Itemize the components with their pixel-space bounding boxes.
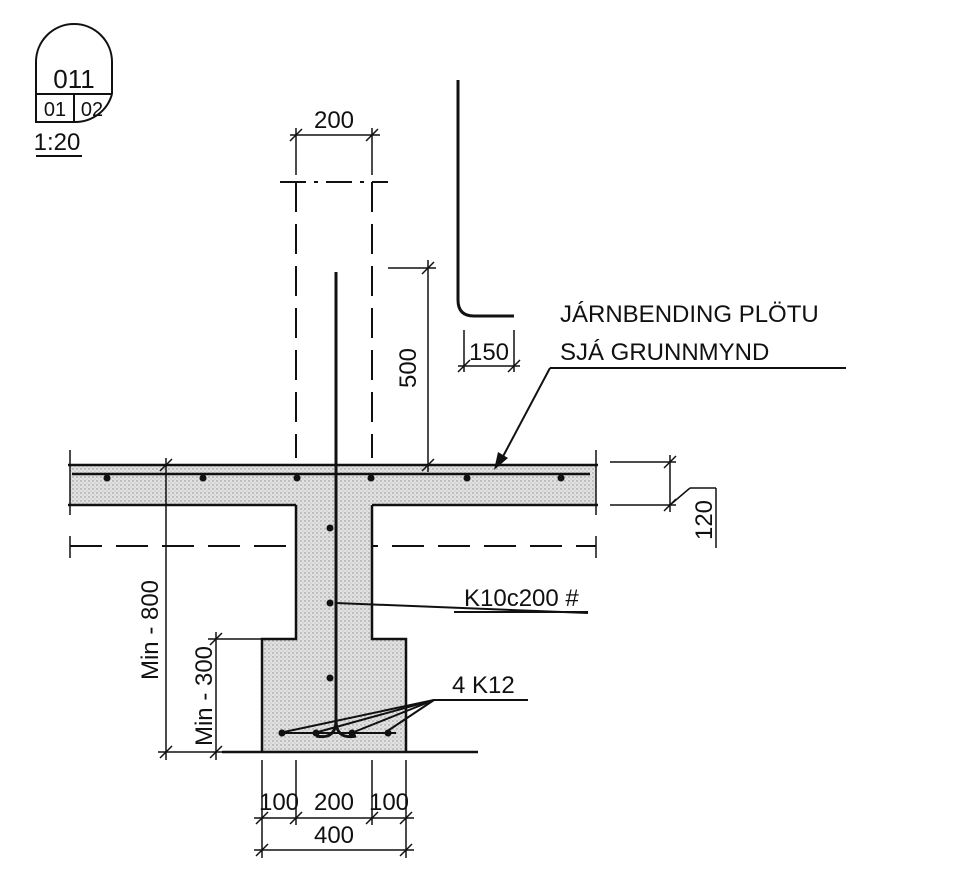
- dim-anchor-length: 500: [388, 260, 436, 472]
- detail-sheet-left: 01: [44, 99, 66, 121]
- bottom-bars-label: 4 K12: [452, 672, 515, 699]
- slab-rebar-label-2: SJÁ GRUNNMYND: [560, 339, 769, 366]
- dim-depth-total: Min - 800: [137, 458, 222, 760]
- dim-footing-height: Min - 300: [191, 632, 262, 760]
- dim-hook-length-text: 150: [469, 339, 509, 366]
- dim-footing-height-text: Min - 300: [191, 646, 218, 746]
- dim-slab-thickness-text: 120: [691, 500, 718, 540]
- dim-slab-thickness: 120: [610, 455, 718, 548]
- hook-detail: 150: [456, 80, 521, 373]
- slab-rebar-label-1: JÁRNBENDING PLÖTU: [560, 301, 819, 328]
- dim-left-offset-text: 100: [259, 789, 299, 816]
- wall-above-outline: [280, 181, 388, 458]
- dim-stem-width-text: 200: [314, 789, 354, 816]
- dim-anchor-length-text: 500: [395, 348, 422, 388]
- slab-rebar-dots: [103, 474, 565, 482]
- dim-right-offset-text: 100: [369, 789, 409, 816]
- detail-number: 011: [53, 64, 94, 94]
- slab: [68, 450, 598, 515]
- dim-wall-width-top-text: 200: [314, 107, 354, 134]
- slab-rebar-note: JÁRNBENDING PLÖTU SJÁ GRUNNMYND: [494, 301, 846, 470]
- stirrup-label: K10c200 #: [464, 585, 579, 612]
- foundation-concrete: [222, 505, 478, 754]
- dim-bottom-chain: 100 200 100 400: [254, 760, 414, 858]
- bottom-bars-note: 4 K12: [283, 672, 528, 733]
- detail-sheet-right: 02: [81, 99, 103, 121]
- dim-wall-width-top: 200: [289, 107, 380, 175]
- dim-depth-total-text: Min - 800: [137, 580, 164, 680]
- detail-scale: 1:20: [34, 129, 81, 156]
- detail-tag-outline: [35, 23, 113, 94]
- detail-tag: 011 01 02 1:20: [34, 23, 113, 157]
- stirrup-note: K10c200 #: [335, 585, 589, 614]
- slab-concrete: [70, 465, 596, 505]
- dim-footing-width-text: 400: [314, 822, 354, 849]
